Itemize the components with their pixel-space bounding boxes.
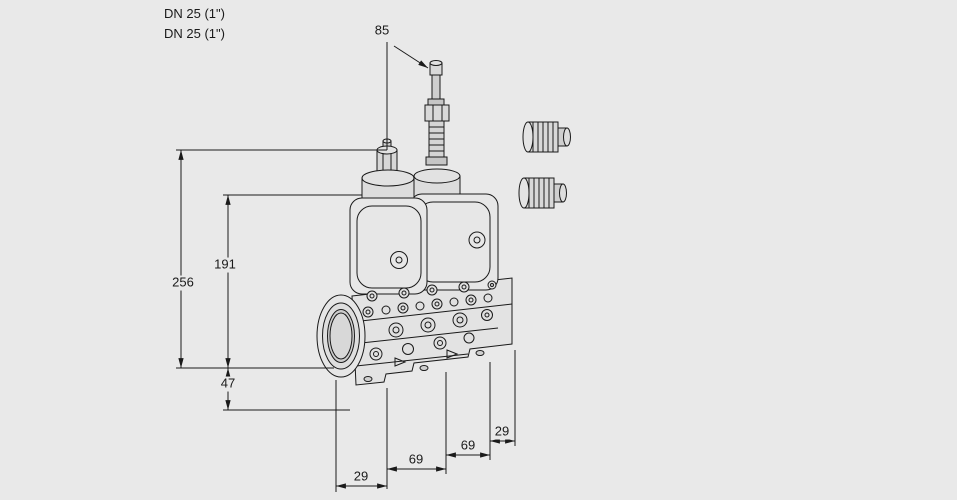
- pipe-flange: [316, 294, 366, 378]
- left-solenoid: [349, 138, 428, 295]
- dimension-label-69-right: 69: [458, 437, 478, 454]
- dimension-label-29-right: 29: [492, 423, 512, 440]
- dimension-label-69-left: 69: [406, 451, 426, 468]
- connector-fitting-bottom: [518, 177, 567, 209]
- right-solenoid: [409, 60, 499, 291]
- flow-direction-arrows: [394, 349, 459, 367]
- dn-size-label-2: DN 25 (1"): [164, 26, 225, 41]
- dimension-label-191: 191: [212, 256, 238, 273]
- dimension-label-85: 85: [372, 22, 392, 39]
- dimension-lines: [176, 42, 516, 492]
- dimension-label-47: 47: [218, 375, 238, 392]
- connector-fitting-top: [522, 121, 571, 153]
- junction-bolts: [366, 280, 497, 302]
- body-ports: [362, 293, 493, 382]
- dn-size-label-1: DN 25 (1"): [164, 6, 225, 21]
- right-solenoid-stem: [424, 60, 450, 166]
- dimension-label-256: 256: [170, 274, 196, 291]
- dimension-label-29-left: 29: [351, 468, 371, 485]
